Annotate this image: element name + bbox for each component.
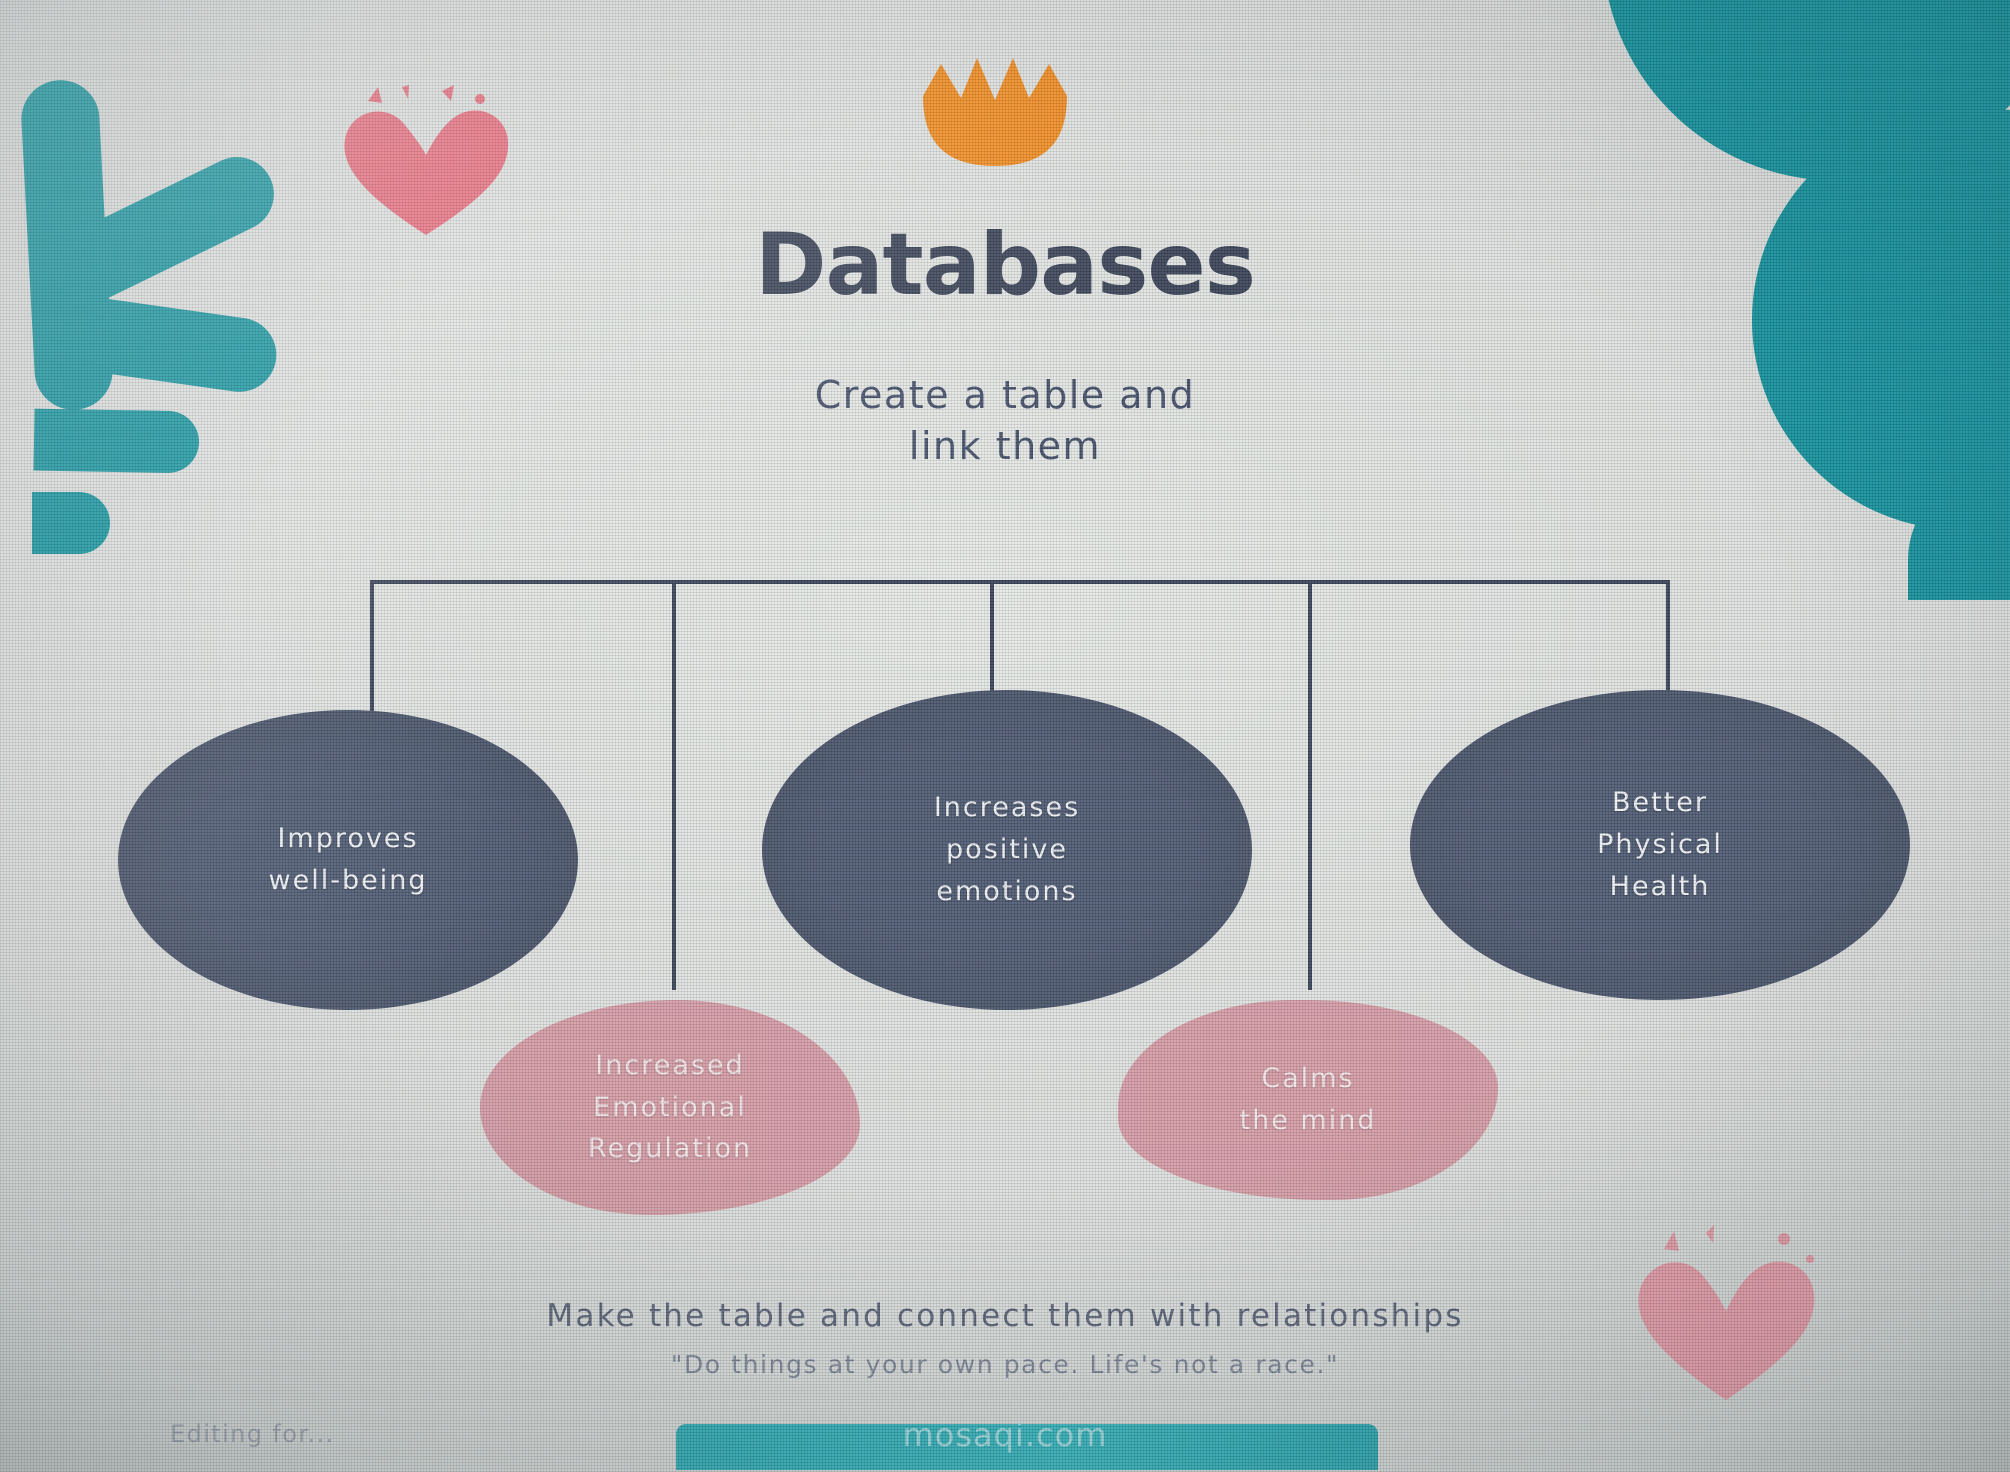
coral-heart-icon (330, 85, 520, 245)
node-oval-2-line-3: emotions (936, 875, 1078, 907)
connector-drop-5 (1666, 580, 1670, 715)
instruction-caption: Make the table and connect them with rel… (546, 1298, 1464, 1334)
connector-drop-1 (370, 580, 374, 715)
node-blob-1-line-1: Increased (595, 1049, 745, 1081)
node-oval-2-line-2: positive (946, 834, 1068, 866)
page-title: Databases (755, 215, 1256, 315)
node-blob-2-line-1: Calms (1261, 1063, 1355, 1095)
credit-label: Editing for... (170, 1420, 335, 1448)
node-blob-1: Increased Emotional Regulation (480, 1000, 860, 1215)
node-blob-2-line-2: the mind (1239, 1105, 1377, 1136)
node-oval-2-line-1: Increases (933, 792, 1081, 824)
connector-drop-3 (990, 580, 994, 715)
orange-crown-icon (915, 58, 1075, 168)
connector-horizontal-bar (370, 580, 1670, 584)
coral-heart-bottom-icon (1620, 1225, 1830, 1410)
node-oval-1: Improves well-being (118, 710, 578, 1010)
subtitle-line-1: Create a table and (814, 373, 1196, 417)
node-oval-1-line-1: Improves (277, 823, 419, 855)
node-oval-2: Increases positive emotions (762, 690, 1252, 1010)
node-oval-3-line-2: Physical (1597, 829, 1723, 861)
node-oval-3-line-1: Better (1611, 787, 1709, 819)
subtitle-line-2: link them (908, 424, 1102, 469)
motivational-quote: "Do things at your own pace. Life's not … (670, 1350, 1340, 1379)
page-subtitle: Create a table and link them (0, 370, 2010, 473)
connector-drop-2 (672, 580, 676, 990)
node-blob-1-line-2: Emotional (593, 1091, 747, 1123)
node-oval-3-line-3: Health (1609, 870, 1711, 902)
node-blob-2: Calms the mind (1118, 1000, 1498, 1200)
node-blob-1-line-3: Regulation (587, 1133, 753, 1165)
teal-leaf-decoration (0, 60, 290, 560)
node-oval-3: Better Physical Health (1410, 690, 1910, 1000)
node-oval-1-line-2: well-being (268, 865, 428, 896)
connector-drop-4 (1308, 580, 1312, 990)
footer-bar (676, 1424, 1378, 1470)
footer-watermark: mosaqi.com (902, 1416, 1108, 1454)
